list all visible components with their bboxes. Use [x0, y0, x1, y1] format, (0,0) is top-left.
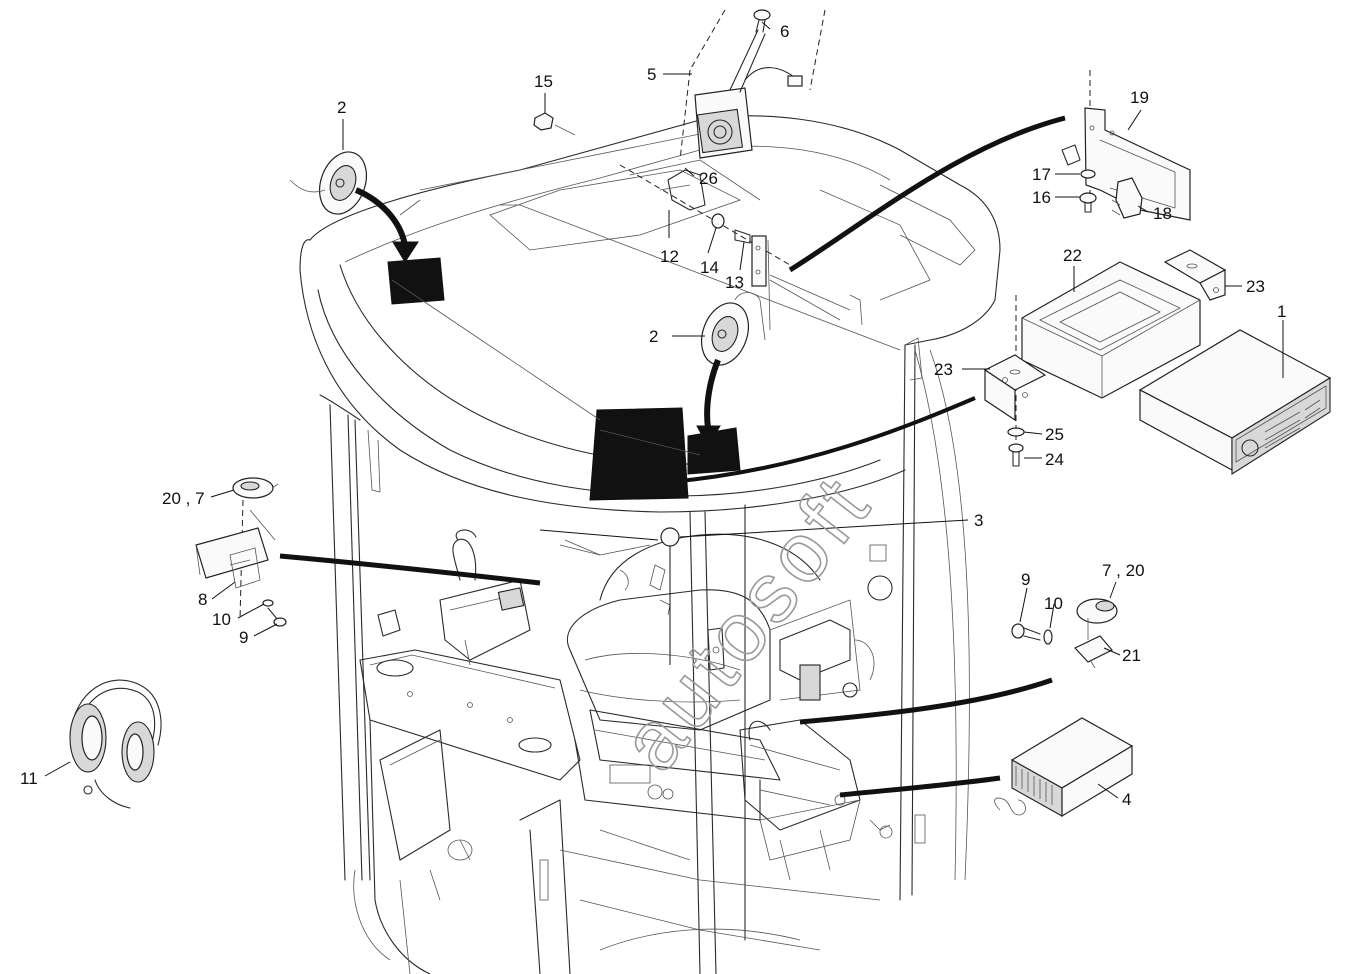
bolt-part-16 [1079, 192, 1097, 213]
callout-13: 13 [725, 273, 744, 292]
callout-22: 22 [1063, 246, 1082, 265]
callout-10-right: 10 [1044, 594, 1063, 613]
callout-26: 26 [699, 169, 718, 188]
nut-part-15 [533, 112, 576, 136]
washer-part-17 [1080, 169, 1096, 179]
bolt-part-6 [753, 9, 771, 33]
washer-part-25 [1007, 427, 1025, 437]
intercom-part-20-7-left [232, 477, 279, 621]
callout-17: 17 [1032, 165, 1051, 184]
callout-11: 11 [20, 769, 38, 788]
callout-23-top: 23 [1246, 277, 1265, 296]
callout-9-left: 9 [239, 628, 248, 647]
callout-labels: 1 2 2 3 4 5 6 7 , 20 8 9 9 10 10 11 12 1… [20, 22, 1286, 809]
callout-10-left: 10 [212, 610, 231, 629]
callout-18: 18 [1153, 204, 1172, 223]
headset-part-11 [69, 679, 162, 809]
bracket-part-21 [1074, 635, 1113, 669]
roof-bracket-parts [619, 164, 863, 331]
speaker-part-2-lower [701, 292, 766, 366]
callout-12: 12 [660, 247, 679, 266]
bracket-part-19 [1061, 70, 1191, 221]
leader-lines [44, 21, 1284, 799]
callout-14: 14 [700, 258, 719, 277]
callout-9-right: 9 [1021, 570, 1030, 589]
cab-frame [299, 115, 1001, 974]
bracket-part-23-top [1163, 249, 1227, 301]
clip-part-18 [1111, 177, 1143, 219]
fitting-part-3 [539, 527, 680, 665]
antenna-bracket-part-5 [659, 9, 826, 211]
callout-21: 21 [1122, 646, 1141, 665]
callout-5: 5 [647, 65, 656, 84]
callout-20-7: 20 , 7 [162, 489, 205, 508]
arrows [279, 115, 1066, 798]
callout-25: 25 [1045, 425, 1064, 444]
bolt-part-24 [1008, 443, 1024, 467]
callout-15: 15 [534, 72, 553, 91]
callout-16: 16 [1032, 188, 1051, 207]
callout-4: 4 [1122, 790, 1131, 809]
amplifier-part-4 [994, 717, 1134, 818]
bolt-part-9-left [267, 607, 287, 627]
callout-2-upper: 2 [337, 98, 346, 117]
washer-part-10-left [262, 599, 274, 607]
callout-3: 3 [974, 511, 983, 530]
bracket-part-23-side [983, 295, 1047, 440]
washer-part-10-right [1043, 629, 1053, 645]
speaker-part-2-upper [289, 151, 367, 215]
callout-7-20: 7 , 20 [1102, 561, 1145, 580]
callout-19: 19 [1130, 88, 1149, 107]
callout-8: 8 [198, 590, 207, 609]
callout-24: 24 [1045, 450, 1064, 469]
callout-6: 6 [780, 22, 789, 41]
callout-23-side: 23 [934, 360, 953, 379]
callout-2-lower: 2 [649, 327, 658, 346]
bolt-part-9-right [1011, 623, 1041, 641]
bracket-part-8 [195, 527, 269, 589]
callout-1: 1 [1277, 302, 1286, 321]
intercom-part-7-20-right [1076, 598, 1118, 640]
